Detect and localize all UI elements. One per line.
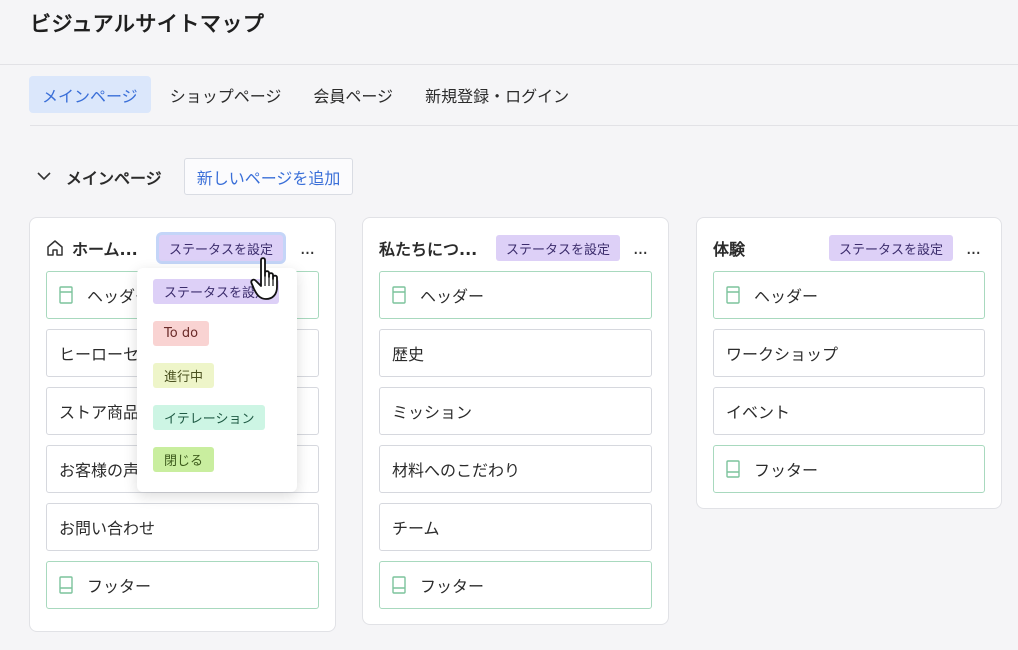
section-item-header[interactable]: ヘッダー bbox=[713, 271, 985, 319]
status-option-set-status[interactable]: ステータスを設定 bbox=[153, 279, 280, 304]
status-option-in-progress[interactable]: 進行中 bbox=[153, 363, 215, 388]
more-options-button[interactable]: ... bbox=[299, 237, 315, 259]
chevron-down-icon[interactable] bbox=[36, 169, 52, 185]
header-icon bbox=[59, 286, 75, 304]
page-title: ビジュアルサイトマップ bbox=[30, 12, 265, 36]
more-options-button[interactable]: ... bbox=[965, 237, 981, 259]
footer-icon bbox=[59, 576, 75, 594]
section-list: ヘッダー ワークショップ イベント フッター bbox=[713, 271, 985, 503]
section-item-label: チーム bbox=[392, 519, 440, 538]
section-item-label: ワークショップ bbox=[726, 345, 839, 364]
section-item-label: イベント bbox=[726, 403, 791, 422]
section-item[interactable]: 材料へのこだわり bbox=[379, 445, 652, 493]
tab-signup-login[interactable]: 新規登録・ログイン bbox=[425, 86, 570, 106]
section-item[interactable]: チーム bbox=[379, 503, 652, 551]
page-card-header: 私たちにつ... ステータスを設定 ... bbox=[379, 232, 652, 264]
section-item-label: フッター bbox=[87, 577, 152, 596]
section-list: ヘッダー 歴史 ミッション 材料へのこだわり チーム フッター bbox=[379, 271, 652, 619]
page-card-experience: 体験 ステータスを設定 ... ヘッダー ワークショップ イベント フッター bbox=[696, 217, 1002, 509]
status-badge[interactable]: ステータスを設定 bbox=[495, 235, 620, 261]
section-item-label: ヘッダー bbox=[87, 287, 152, 306]
tabs-divider bbox=[30, 125, 1018, 126]
section-item-label: ヘッダー bbox=[754, 287, 819, 306]
footer-icon bbox=[392, 576, 408, 594]
section-item-footer[interactable]: フッター bbox=[46, 561, 319, 609]
footer-icon bbox=[726, 460, 742, 478]
section-item[interactable]: イベント bbox=[713, 387, 985, 435]
section-item-header[interactable]: ヘッダー bbox=[379, 271, 652, 319]
add-page-button[interactable]: 新しいページを追加 bbox=[183, 158, 354, 195]
section-item-label: お問い合わせ bbox=[59, 519, 156, 538]
section-item-label: フッター bbox=[420, 577, 485, 596]
page-card-title[interactable]: 体験 bbox=[713, 240, 746, 259]
header-icon bbox=[392, 286, 408, 304]
page-card-title[interactable]: 私たちにつ... bbox=[379, 240, 478, 259]
header-icon bbox=[726, 286, 742, 304]
section-item[interactable]: お問い合わせ bbox=[46, 503, 319, 551]
status-option-iteration[interactable]: イテレーション bbox=[153, 405, 266, 430]
section-item-label: ヘッダー bbox=[420, 287, 485, 306]
section-item-footer[interactable]: フッター bbox=[713, 445, 985, 493]
status-option-closed[interactable]: 閉じる bbox=[153, 447, 215, 472]
section-item-footer[interactable]: フッター bbox=[379, 561, 652, 609]
header-divider bbox=[0, 64, 1018, 65]
section-item-label: フッター bbox=[754, 461, 819, 480]
section-item-label: お客様の声 bbox=[59, 461, 140, 480]
status-option-todo[interactable]: To do bbox=[153, 321, 210, 346]
section-item-label: 材料へのこだわり bbox=[392, 461, 521, 480]
section-item-label: ストア商品 bbox=[59, 403, 140, 422]
section-item-label: ヒーローセ bbox=[59, 345, 140, 364]
tab-member-pages[interactable]: 会員ページ bbox=[313, 86, 394, 106]
page-card-header: ホーム... ステータスを設定 ... bbox=[46, 232, 319, 264]
home-icon bbox=[46, 239, 64, 257]
page-tabs: メインページ ショップページ 会員ページ 新規登録・ログイン bbox=[29, 76, 582, 113]
section-item-label: 歴史 bbox=[392, 345, 425, 364]
status-badge[interactable]: ステータスを設定 bbox=[828, 235, 953, 261]
more-options-button[interactable]: ... bbox=[632, 237, 648, 259]
section-item-label: ミッション bbox=[392, 403, 473, 422]
section-item[interactable]: ワークショップ bbox=[713, 329, 985, 377]
page-card-header: 体験 ステータスを設定 ... bbox=[713, 232, 985, 264]
tab-main-pages[interactable]: メインページ bbox=[29, 76, 151, 113]
tab-shop-pages[interactable]: ショップページ bbox=[169, 86, 282, 106]
section-header: メインページ 新しいページを追加 bbox=[36, 158, 354, 195]
section-item[interactable]: 歴史 bbox=[379, 329, 652, 377]
section-item[interactable]: ミッション bbox=[379, 387, 652, 435]
page-card-about: 私たちにつ... ステータスを設定 ... ヘッダー 歴史 ミッション 材料への… bbox=[362, 217, 669, 625]
section-title: メインページ bbox=[66, 168, 162, 188]
page-card-title[interactable]: ホーム... bbox=[72, 240, 138, 259]
status-badge[interactable]: ステータスを設定 bbox=[158, 235, 283, 261]
status-dropdown-menu: ステータスを設定 To do 進行中 イテレーション 閉じる bbox=[137, 268, 297, 492]
